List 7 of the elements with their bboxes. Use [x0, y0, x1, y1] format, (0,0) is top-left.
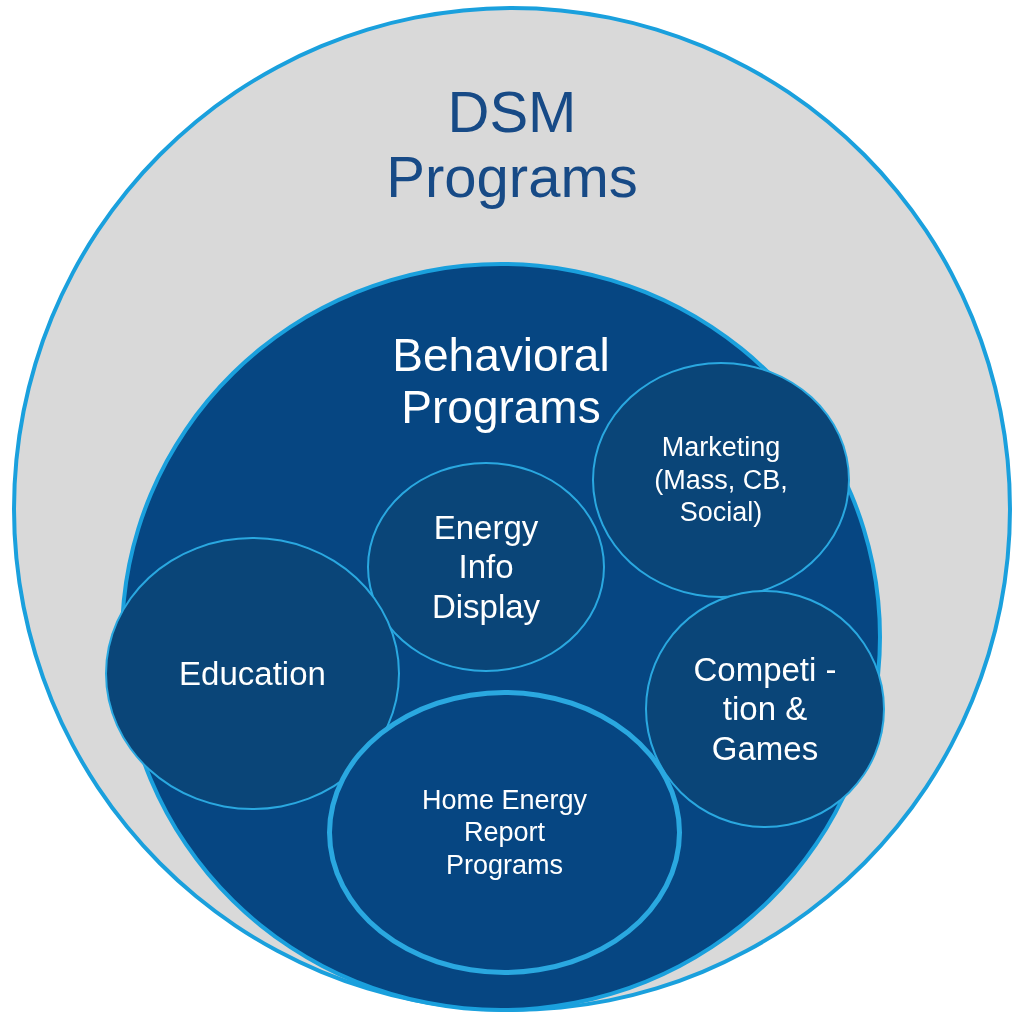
circle-label: Energy Info Display	[430, 507, 542, 627]
circle-title: DSM Programs	[385, 80, 639, 210]
circle-label: Competi -tion & Games	[692, 649, 838, 769]
circle-title: Behavioral Programs	[391, 330, 611, 434]
circle-label: Home Energy Report Programs	[420, 783, 589, 882]
circle-label: Education	[179, 653, 326, 694]
circle-label: Marketing (Mass, CB, Social)	[653, 431, 789, 529]
